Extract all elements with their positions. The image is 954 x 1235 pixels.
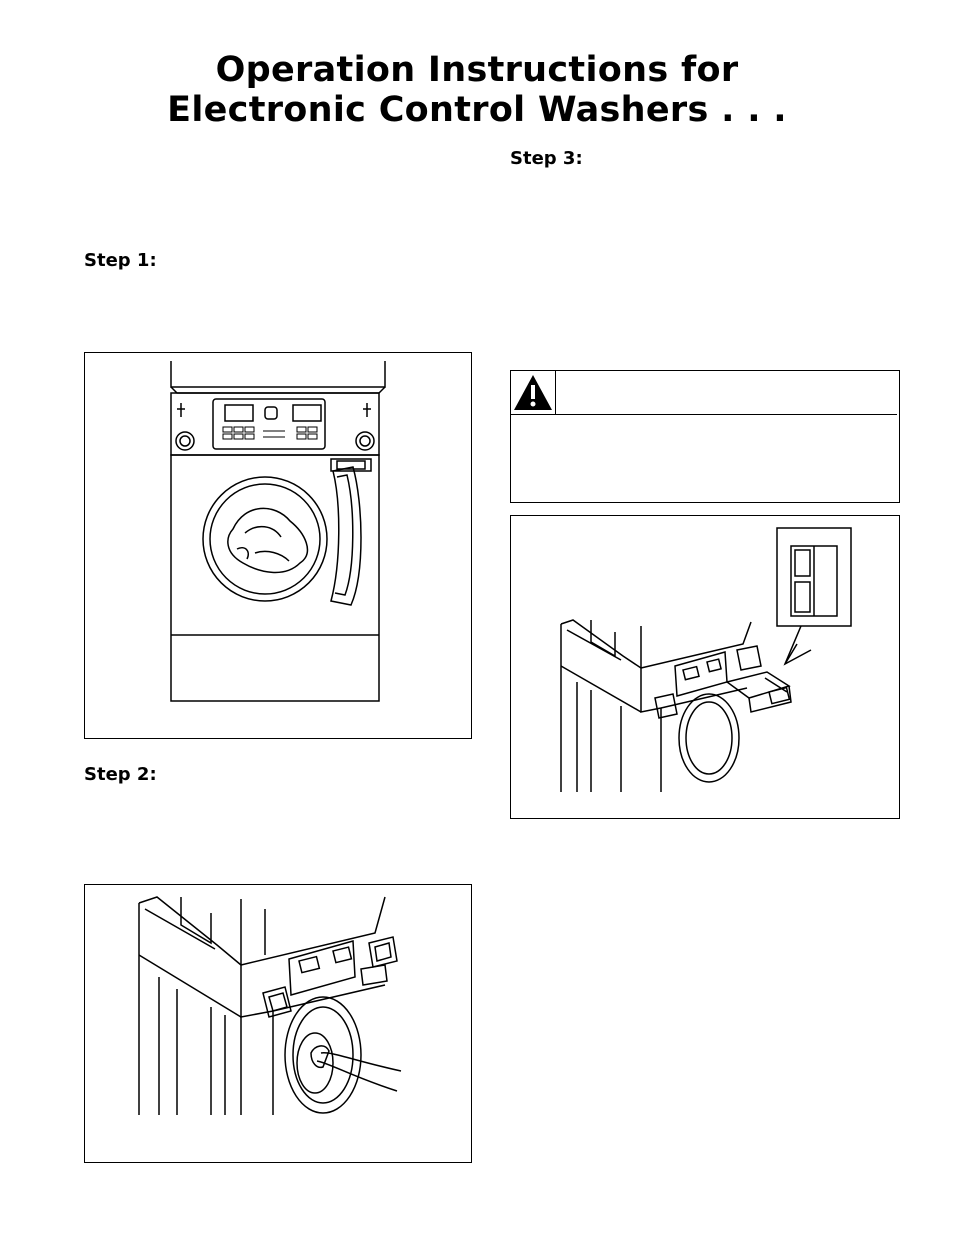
warning-triangle-icon [511,371,556,414]
figure-washer-open-door [84,352,472,739]
warning-header [511,371,897,415]
title-line-2: Electronic Control Washers . . . [167,90,787,130]
figure-dispenser [510,515,900,819]
warning-box [510,370,900,503]
dispenser-illustration [560,527,852,792]
step-3-heading: Step 3: [510,148,583,169]
figure-close-door [84,884,472,1163]
close-door-illustration [138,896,402,1115]
washer-open-door-illustration [170,361,386,702]
page-title: Operation Instructions for Electronic Co… [0,50,954,130]
warning-triangle-svg [514,375,552,410]
title-line-1: Operation Instructions for [215,50,739,90]
step-1-heading: Step 1: [84,250,157,271]
step-2-heading: Step 2: [84,764,157,785]
